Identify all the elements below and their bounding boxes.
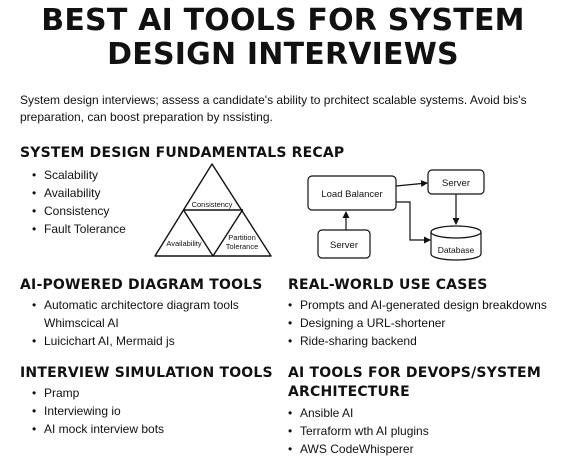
fundamentals-heading: SYSTEM DESIGN FUNDAMENTALS RECAP (20, 145, 345, 161)
list-item: Luicichart AI, Mermaid js (30, 332, 239, 350)
list-item: Terraform wth AI plugins (286, 422, 429, 440)
list-item: AI mock interview bots (30, 420, 164, 438)
database-cylinder (430, 225, 482, 261)
ai-diagram-list: Automatic architectore diagram tools Whi… (30, 296, 239, 350)
list-item: Designing a URL-shortener (286, 314, 547, 332)
cap-consistency-label: Consistency (192, 200, 233, 209)
server-bottom-label: Server (330, 240, 358, 251)
page-title-line-1: BEST AI TOOLS FOR SYSTEM (41, 3, 525, 38)
cap-availability-label: Availability (166, 239, 202, 248)
cap-partition-label: Partition (228, 233, 256, 242)
list-item: Interviewing io (30, 402, 164, 420)
arrow-lb-to-database (396, 201, 431, 244)
server-top-label: Server (442, 178, 470, 189)
cap-tolerance-label: Tolerance (226, 242, 259, 251)
list-item: Whimscical AI (44, 316, 119, 330)
load-balancer-label: Load Balancer (321, 189, 382, 200)
simulation-list: Pramp Interviewing io AI mock interview … (30, 384, 164, 438)
database-label: Database (438, 245, 475, 255)
simulation-heading: INTERVIEW SIMULATION TOOLS (20, 365, 273, 381)
list-item: Ansible AI (286, 404, 429, 422)
cap-inner-triangle (182, 209, 244, 257)
list-item: AWS CodeWhisperer (286, 440, 429, 458)
list-item: Automatic architectore diagram tools (30, 296, 239, 314)
architecture-diagram: Load Balancer Server Server Database (307, 169, 485, 261)
list-item: Pramp (30, 384, 164, 402)
page-title-line-2: DESIGN INTERVIEWS (107, 37, 459, 72)
cap-triangle-diagram: Consistency Availability Partition Toler… (154, 163, 272, 257)
page-title: BEST AI TOOLS FOR SYSTEM DESIGN INTERVIE… (0, 4, 566, 72)
real-world-list: Prompts and AI-generated design breakdow… (286, 296, 547, 350)
list-item: Fault Tolerance (30, 220, 126, 238)
list-item: Scalability (30, 166, 126, 184)
real-world-heading: REAL-WORLD USE CASES (288, 277, 488, 293)
fundamentals-list: Scalability Availability Consistency Fau… (30, 166, 126, 238)
arrow-lb-to-server (395, 180, 428, 188)
list-item: Ride-sharing backend (286, 332, 547, 350)
list-item: Prompts and AI-generated design breakdow… (286, 296, 547, 314)
devops-list: Ansible AI Terraform wth AI plugins AWS … (286, 404, 429, 458)
list-item: Availability (30, 184, 126, 202)
load-balancer-box (307, 175, 397, 211)
ai-diagram-heading: AI-POWERED DIAGRAM TOOLS (20, 277, 263, 293)
devops-heading: AI TOOLS FOR DEVOPS/SYSTEM ARCHITECTURE (288, 365, 541, 400)
intro-paragraph: System design interviews; assess a candi… (20, 93, 527, 124)
list-item: Consistency (30, 202, 126, 220)
server-bottom-box (317, 229, 371, 259)
